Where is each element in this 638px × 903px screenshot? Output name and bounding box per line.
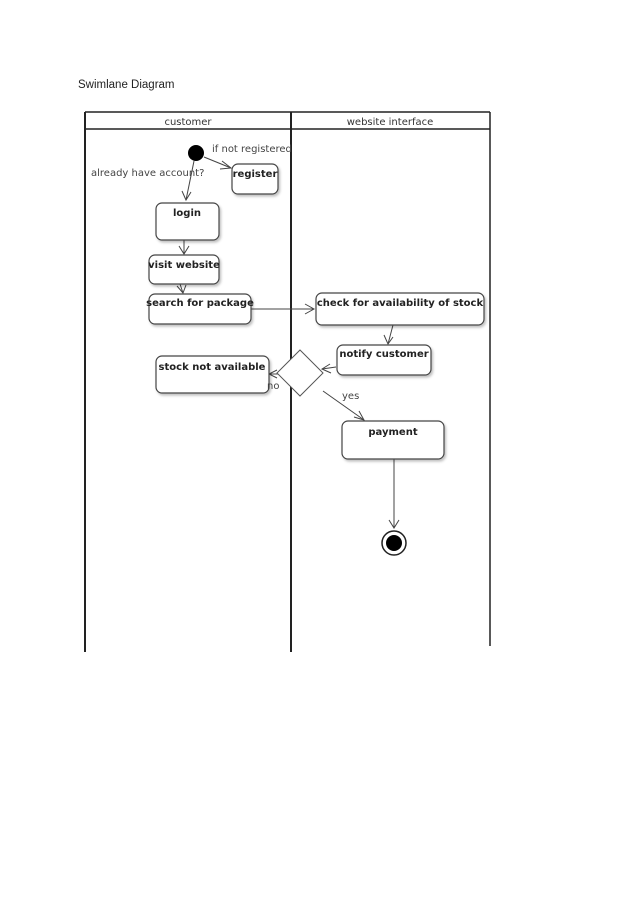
- final-node-dot: [386, 535, 402, 551]
- arrow-notify: [383, 334, 394, 346]
- action-check-stock: check for availability of stock: [315, 292, 485, 326]
- arrow-visit: [178, 245, 190, 255]
- action-search-package: search for package: [146, 293, 254, 325]
- action-notify-customer: notify customer: [336, 344, 432, 376]
- action-visit-website: visit website: [148, 254, 220, 285]
- register-label: register: [233, 169, 278, 180]
- guard-yes: yes: [342, 391, 359, 402]
- decision-node: [276, 349, 324, 397]
- notify-customer-label: notify customer: [339, 349, 428, 360]
- search-package-label: search for package: [146, 298, 254, 309]
- lane-header-customer: customer: [164, 117, 212, 128]
- lane-header-website: website interface: [347, 117, 434, 128]
- action-login: login: [155, 202, 220, 241]
- guard-already-have-account: already have account?: [91, 168, 204, 179]
- stock-not-available-box: [155, 355, 270, 394]
- visit-website-box: [148, 254, 220, 285]
- search-package-box: [148, 293, 252, 325]
- arrow-login: [181, 190, 192, 202]
- arrow-register: [219, 160, 233, 170]
- login-box: [155, 202, 220, 241]
- initial-node: [188, 145, 204, 161]
- arrow-check: [304, 303, 316, 315]
- payment-box: [341, 420, 445, 460]
- payment-label: payment: [368, 427, 417, 438]
- stock-not-available-label: stock not available: [159, 362, 266, 373]
- arrow-search: [176, 284, 187, 294]
- arrow-final: [388, 519, 400, 529]
- edge-initial-register: [203, 156, 232, 169]
- check-stock-label: check for availability of stock: [317, 298, 484, 309]
- notify-customer-box: [336, 344, 432, 376]
- arrow-decision: [320, 363, 332, 374]
- edge-initial-login: [185, 160, 195, 201]
- login-label: login: [173, 208, 201, 219]
- edge-notify-decision: [321, 366, 337, 370]
- edge-visit-search: [179, 283, 184, 294]
- arrow-payment: [353, 410, 366, 421]
- guard-if-not-registered: if not registered: [212, 144, 292, 155]
- action-payment: payment: [341, 420, 445, 460]
- guard-no: no: [267, 381, 279, 392]
- check-stock-box: [315, 292, 485, 326]
- final-node: [381, 530, 407, 556]
- document-title: Swimlane Diagram: [78, 79, 175, 91]
- edges: [176, 156, 400, 529]
- edge-check-notify: [387, 324, 394, 345]
- visit-website-label: visit website: [148, 260, 220, 271]
- action-stock-not-available: stock not available: [155, 355, 270, 394]
- register-box: [231, 163, 279, 195]
- action-register: register: [231, 163, 279, 195]
- edge-decision-payment: [322, 390, 365, 421]
